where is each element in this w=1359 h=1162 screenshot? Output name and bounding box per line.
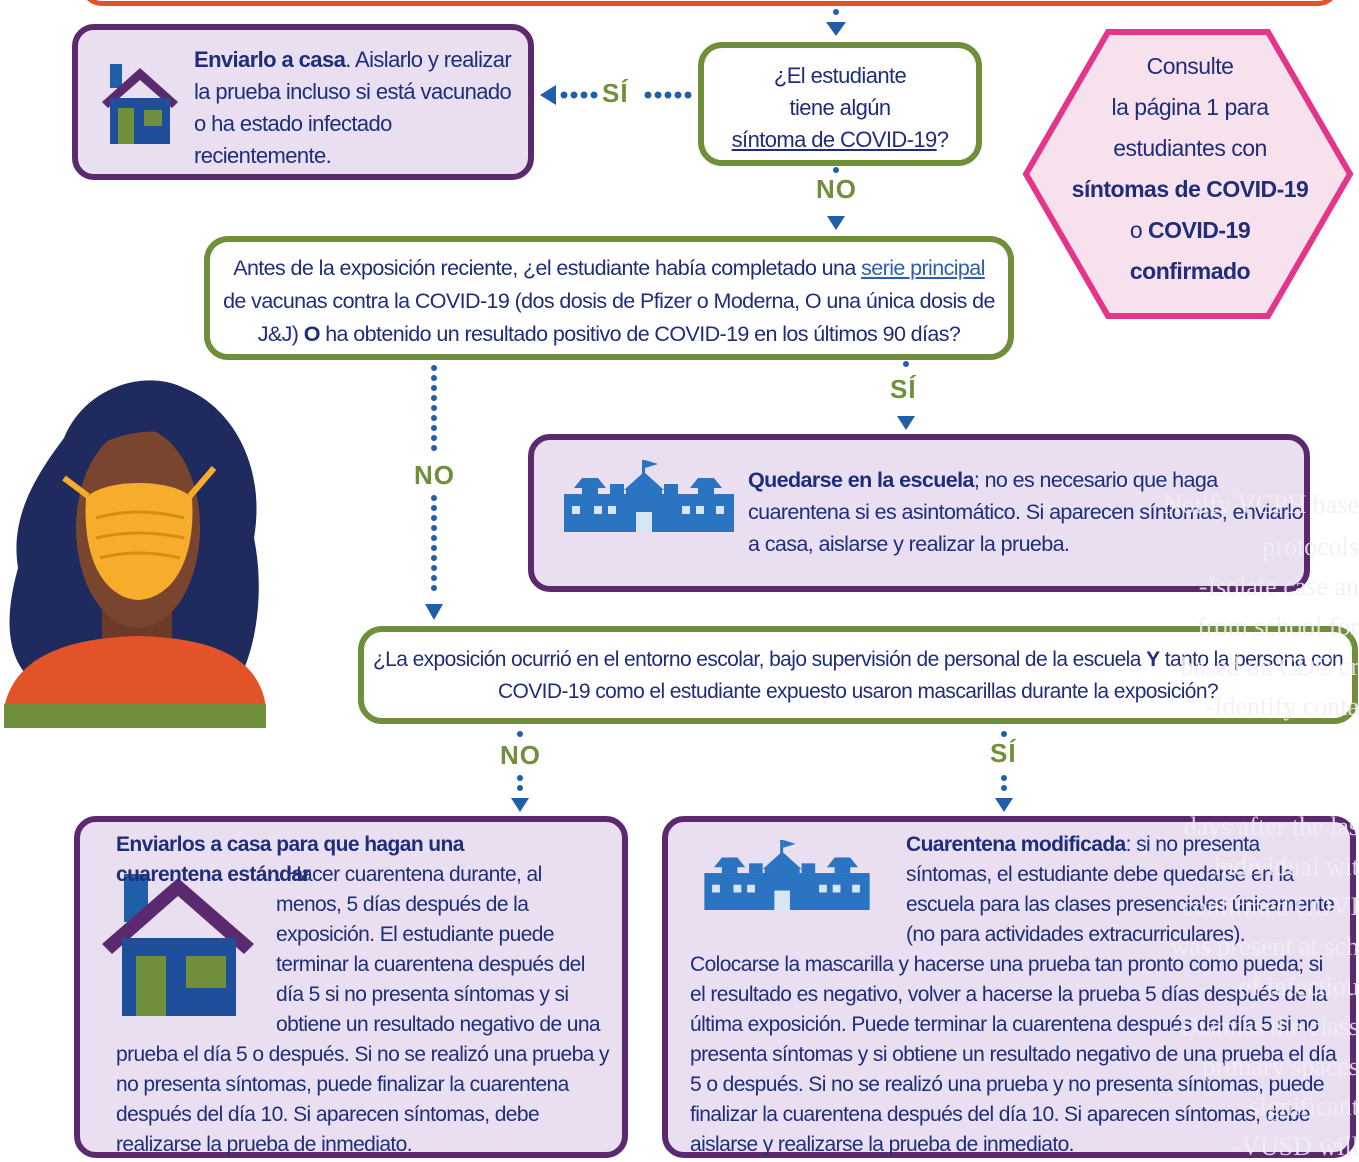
hex-line2: la página 1 para bbox=[1111, 94, 1269, 120]
q3-bold-y: Y bbox=[1146, 648, 1160, 671]
q1-end: ? bbox=[936, 127, 949, 152]
ghost-line: days after the las bbox=[1183, 812, 1359, 841]
q1-line1: ¿El estudiante bbox=[773, 63, 907, 88]
arrow-down-no-2 bbox=[425, 365, 443, 620]
hex-line4: síntomas de COVID-19 bbox=[1071, 176, 1309, 202]
ghost-line: was present at sch bbox=[1170, 932, 1359, 961]
hex-line6: confirmado bbox=[1129, 258, 1251, 284]
school-icon bbox=[564, 460, 734, 532]
masked-student-illustration bbox=[4, 380, 266, 728]
modified-text: : si no presenta síntomas, el estudiante… bbox=[906, 833, 1335, 946]
arrow-down-no-3 bbox=[511, 731, 529, 812]
label-si-2: SÍ bbox=[890, 374, 917, 404]
q2-part2: de vacunas contra la COVID-19 (dos dosis… bbox=[223, 289, 995, 346]
quarantine-text: . Hacer cuarentena durante, al menos, 5 … bbox=[116, 863, 610, 1156]
ghost-line: of infectiou bbox=[1238, 972, 1359, 1001]
ghost-line: -Identify conta bbox=[1205, 692, 1359, 721]
ghost-line: protocols bbox=[1262, 532, 1359, 561]
primary-series-link[interactable]: serie principal bbox=[861, 256, 985, 280]
school-icon-2 bbox=[704, 840, 870, 910]
q2-part1: Antes de la exposición reciente, ¿el est… bbox=[233, 256, 862, 280]
ghost-line: confirmed COVI bbox=[1182, 892, 1359, 921]
hexagon-shape bbox=[1022, 29, 1354, 319]
send-home-text: . Aislarlo y realizar la prueba incluso … bbox=[194, 47, 512, 168]
ghost-line: based on CDC cr bbox=[1180, 652, 1359, 681]
ghost-text-overlay: Notify VCPH base protocols -Isolate case… bbox=[1099, 490, 1359, 1162]
ghost-line: primary spaces bbox=[1202, 1052, 1359, 1081]
q3-part2: tanto la persona con COVID-19 como el es… bbox=[497, 648, 1344, 703]
q2-bold-o: O bbox=[303, 322, 321, 346]
hex-line5b: COVID-19 bbox=[1148, 217, 1251, 243]
top-banner-edge bbox=[80, 0, 1340, 6]
ghost-line: individual wit bbox=[1213, 852, 1359, 881]
label-no-1: NO bbox=[816, 174, 857, 204]
hex-line3: estudiantes con bbox=[1113, 135, 1267, 161]
ghost-line: -Isolate case an bbox=[1198, 572, 1359, 601]
label-no-2: NO bbox=[414, 460, 455, 490]
arrow-down-no-1 bbox=[827, 167, 845, 230]
send-home-lead: Enviarlo a casa bbox=[194, 47, 346, 72]
send-home-box: Enviarlo a casa. Aislarlo y realizar la … bbox=[72, 24, 534, 180]
ghost-line: -VUSD will bbox=[1232, 1132, 1359, 1161]
arrow-left-si bbox=[540, 85, 692, 105]
hexagon-text: Consulte la página 1 para estudiantes co… bbox=[1050, 46, 1330, 292]
ghost-line: -Dismiss the class bbox=[1171, 1012, 1359, 1041]
q3-part1: ¿La exposición ocurrió en el entorno esc… bbox=[372, 648, 1147, 671]
hex-line5a: o bbox=[1129, 217, 1149, 243]
house-icon bbox=[102, 64, 178, 144]
question-school-exposure-box: ¿La exposición ocurrió en el entorno esc… bbox=[358, 626, 1358, 724]
arrow-down-si-2 bbox=[897, 361, 915, 430]
ghost-line: from school for bbox=[1197, 612, 1359, 641]
stay-school-text: ; no es necesario que haga cuarentena si… bbox=[748, 468, 1304, 556]
q2-part3: ha obtenido un resultado positivo de COV… bbox=[319, 322, 961, 346]
hex-line1: Consulte bbox=[1146, 53, 1234, 79]
modified-quarantine-box: Cuarentena modificada: si no presenta sí… bbox=[662, 816, 1356, 1158]
q1-line2: tiene algún bbox=[789, 95, 891, 120]
ghost-line: Notify VCPH base bbox=[1163, 490, 1359, 519]
label-si-3: SÍ bbox=[990, 738, 1017, 768]
label-no-3: NO bbox=[500, 740, 541, 770]
stay-school-lead: Quedarse en la escuela bbox=[748, 468, 974, 492]
stay-at-school-box: Quedarse en la escuela; no es necesario … bbox=[528, 434, 1310, 592]
modified-lead: Cuarentena modificada bbox=[906, 833, 1126, 856]
question-symptoms-box: ¿El estudiante tiene algún síntoma de CO… bbox=[698, 42, 982, 166]
arrow-down-si-3 bbox=[995, 731, 1013, 812]
standard-quarantine-box: Enviarlos a casa para que hagan una cuar… bbox=[74, 816, 628, 1158]
question-vaccination-box: Antes de la exposición reciente, ¿el est… bbox=[204, 236, 1014, 360]
ghost-line: significant bbox=[1249, 1092, 1359, 1121]
label-si-1: SÍ bbox=[602, 78, 629, 108]
house-icon-large bbox=[102, 874, 254, 1016]
quarantine-lead: Enviarlos a casa para que hagan una cuar… bbox=[116, 833, 464, 886]
symptoms-link[interactable]: síntoma de COVID-19 bbox=[731, 127, 938, 152]
modified-text2: Colocarse la mascarilla y hacerse una pr… bbox=[690, 953, 1337, 1156]
top-arrow bbox=[826, 9, 846, 36]
